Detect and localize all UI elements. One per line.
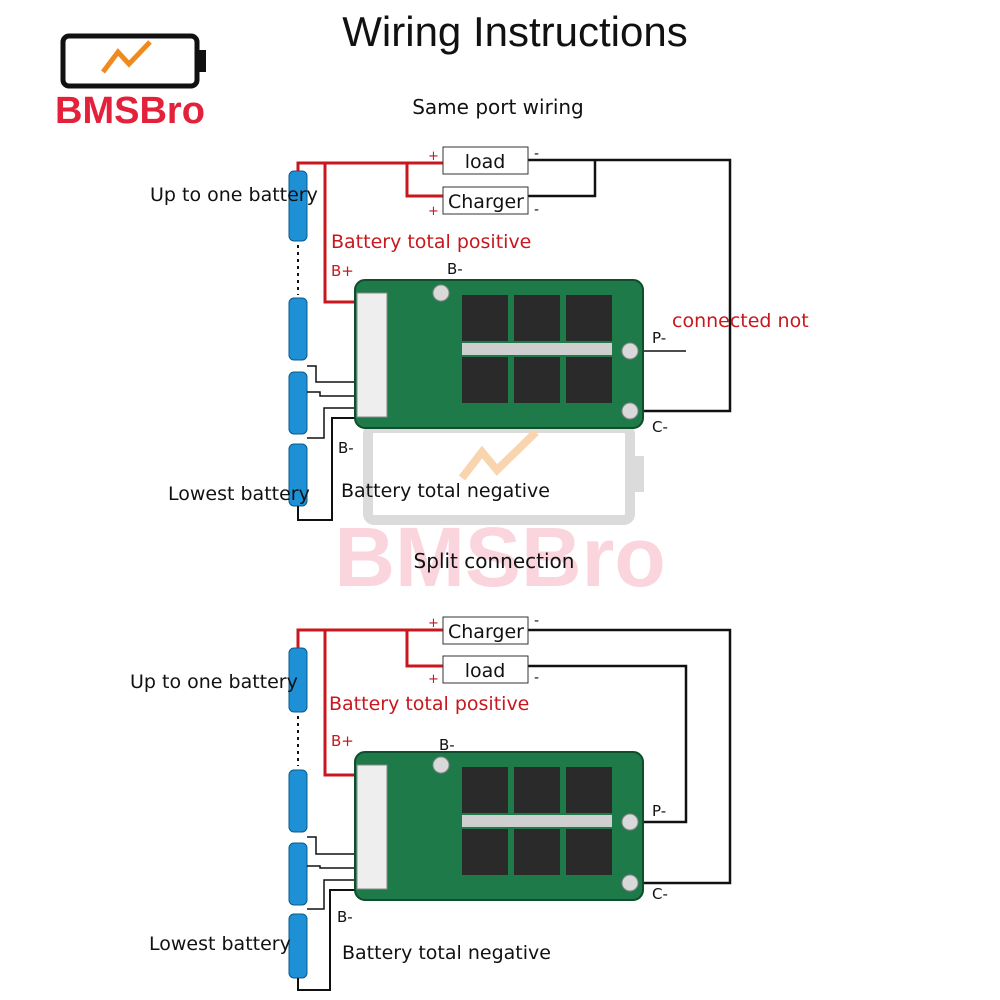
brand-logo: BMSBro — [55, 33, 206, 132]
charger-box-label: Charger — [448, 191, 524, 213]
section-heading: Same port wiring — [412, 95, 584, 119]
negative-label: Battery total negative — [342, 942, 551, 964]
battery-cell — [288, 297, 308, 361]
bolt-icon — [101, 40, 152, 74]
balance-wire — [307, 365, 360, 383]
watermark: BMSBro — [334, 423, 666, 604]
battery-cell — [288, 913, 308, 979]
positive-wire — [405, 630, 443, 668]
balance-wire — [307, 391, 360, 397]
positive-wire — [405, 163, 443, 198]
plus-sign: + — [428, 149, 439, 164]
c-minus-label: C- — [652, 418, 668, 436]
p-minus-pad — [621, 813, 639, 831]
battery-cell — [288, 769, 308, 833]
b-plus-label: B+ — [331, 732, 354, 750]
negative-label: Battery total negative — [341, 480, 550, 502]
connected-not-note: connected not — [672, 310, 809, 332]
c-minus-pad — [621, 874, 639, 892]
battery-cell — [288, 371, 308, 435]
c-minus-label: C- — [652, 885, 668, 903]
positive-wire — [296, 161, 443, 171]
balance-connector — [356, 292, 388, 418]
c-minus-pad — [621, 402, 639, 420]
b-minus-top-label: B- — [439, 736, 455, 754]
charger-minus-wire — [528, 160, 597, 198]
charger-box — [442, 616, 529, 645]
load-box — [442, 655, 529, 684]
positive-label: Battery total positive — [331, 231, 531, 253]
charger-box-label: Charger — [448, 621, 524, 643]
plus-sign: + — [428, 204, 439, 219]
b-minus-pad — [432, 756, 450, 774]
b-minus-left-label: B- — [337, 908, 353, 926]
bms-board — [354, 279, 644, 429]
section-split: Split connection Charger load + + - - — [130, 549, 732, 991]
bms-board — [354, 751, 644, 901]
top-battery-label: Up to one battery — [130, 671, 298, 693]
charger-box — [442, 186, 529, 215]
minus-sign: - — [534, 202, 539, 218]
balance-connector — [356, 764, 388, 890]
lowest-battery-label: Lowest battery — [168, 483, 310, 505]
top-battery-label: Up to one battery — [150, 184, 318, 206]
positive-wire — [323, 630, 360, 777]
battery-cell — [288, 842, 308, 906]
battery-stack — [288, 647, 308, 979]
b-minus-left-label: B- — [338, 439, 354, 457]
logo-text: BMSBro — [55, 90, 205, 132]
load-box-label: load — [465, 151, 506, 173]
section-same-port: Same port wiring load Charger + + - - — [150, 95, 809, 521]
load-minus-wire — [528, 158, 732, 413]
p-minus-pad — [621, 342, 639, 360]
minus-sign: - — [534, 613, 539, 629]
load-minus-wire — [528, 664, 688, 824]
minus-sign: - — [534, 670, 539, 686]
load-box — [442, 146, 529, 175]
balance-wire — [307, 879, 360, 910]
b-plus-label: B+ — [331, 262, 354, 280]
b-minus-pad — [432, 284, 450, 302]
positive-wire — [323, 163, 360, 304]
plus-sign: + — [428, 616, 439, 631]
p-minus-label: P- — [652, 802, 666, 820]
balance-wire — [307, 407, 360, 439]
p-minus-label: P- — [652, 329, 666, 347]
b-minus-top-label: B- — [447, 260, 463, 278]
load-box-label: load — [465, 660, 506, 682]
positive-wire — [296, 628, 443, 648]
watermark-text: BMSBro — [334, 510, 665, 604]
plus-sign: + — [428, 672, 439, 687]
balance-wire — [307, 865, 360, 869]
positive-label: Battery total positive — [329, 693, 529, 715]
battery-cell — [288, 170, 308, 242]
lowest-battery-label: Lowest battery — [149, 933, 291, 955]
battery-stack — [288, 170, 308, 507]
balance-wire — [307, 836, 360, 855]
negative-wire — [297, 417, 360, 521]
charger-minus-wire — [528, 628, 732, 885]
negative-wire — [297, 889, 360, 991]
section-heading: Split connection — [414, 549, 575, 573]
page-title: Wiring Instructions — [342, 8, 687, 55]
minus-sign: - — [534, 146, 539, 162]
